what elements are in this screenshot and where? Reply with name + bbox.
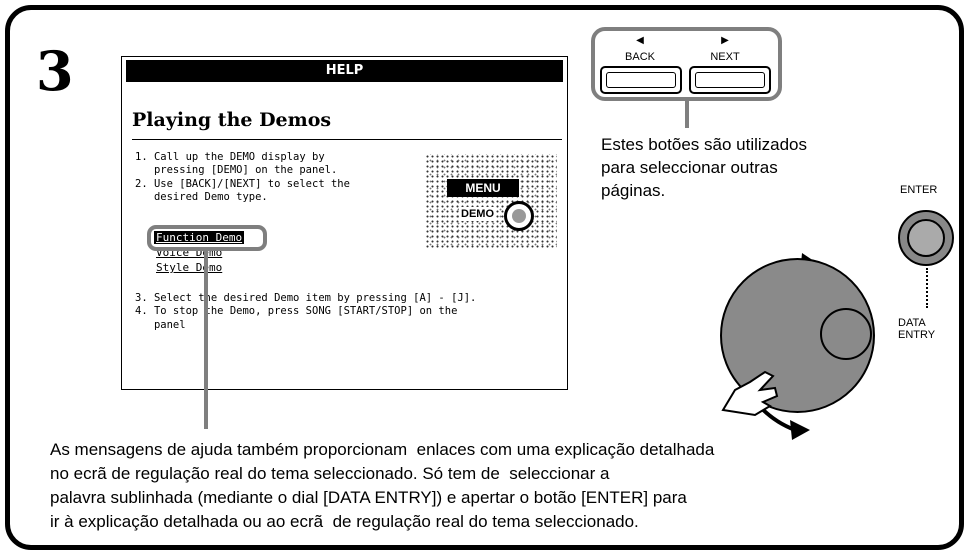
next-button[interactable] xyxy=(689,66,771,94)
panel-illustration xyxy=(425,154,557,250)
screen-header: HELP xyxy=(126,60,563,82)
back-label: BACK xyxy=(625,51,655,63)
enter-dial-connector xyxy=(926,268,928,308)
menu-label: MENU xyxy=(447,179,519,197)
next-arrow-icon: ▶ xyxy=(721,35,729,46)
back-arrow-icon: ◀ xyxy=(636,35,644,46)
link-function-demo[interactable]: Function Demo xyxy=(154,231,245,244)
screen-header-title: HELP xyxy=(325,63,364,78)
demo-button-icon xyxy=(504,201,534,231)
dial-finger-knob xyxy=(820,308,872,360)
instructions-top: 1. Call up the DEMO display by pressing … xyxy=(135,151,350,203)
instructions-bottom: 3. Select the desired Demo item by press… xyxy=(135,292,477,331)
link-callout-line xyxy=(204,251,208,429)
next-label: NEXT xyxy=(710,51,740,63)
footer-explanation: As mensagens de ajuda também proporciona… xyxy=(50,440,715,531)
enter-button[interactable] xyxy=(898,210,954,266)
link-style-demo[interactable]: Style Demo xyxy=(156,261,223,274)
title-divider xyxy=(132,139,562,140)
screen-title: Playing the Demos xyxy=(132,109,332,131)
buttons-callout-line xyxy=(685,98,689,128)
demo-label: DEMO xyxy=(459,207,496,221)
data-entry-label: DATA ENTRY xyxy=(898,317,936,341)
back-button[interactable] xyxy=(600,66,682,94)
link-highlight-ring xyxy=(147,225,267,251)
hand-pointer-icon xyxy=(721,370,779,417)
lcd-screen: HELP Playing the Demos 1. Call up the DE… xyxy=(121,56,568,390)
buttons-caption: Estes botões são utilizados para selecci… xyxy=(601,135,808,200)
enter-label: ENTER xyxy=(900,184,938,196)
step-number: 3 xyxy=(36,39,74,103)
